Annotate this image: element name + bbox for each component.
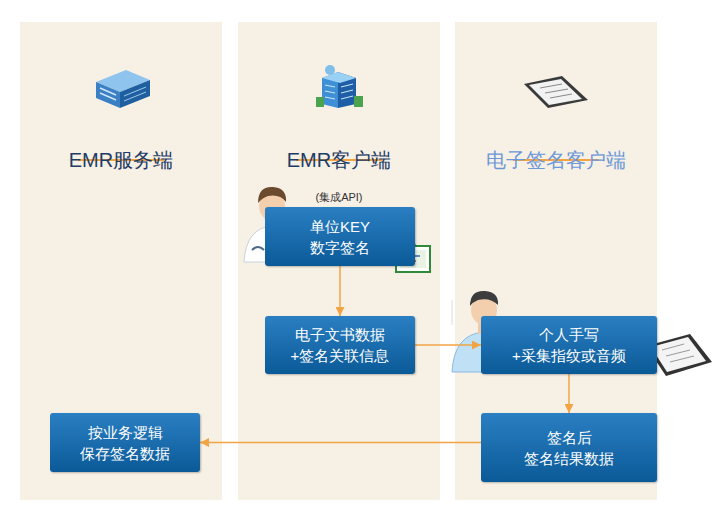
box-label: 签名后 签名结果数据: [514, 427, 624, 469]
signer-figure: [452, 291, 515, 372]
tablet-icon: [524, 76, 588, 108]
column-subheading: (集成API): [238, 190, 440, 204]
signing-tablet: [646, 334, 712, 376]
process-box: 电子文书数据 +签名关联信息: [265, 316, 415, 374]
heading-underline: [78, 159, 599, 161]
process-box: 单位KEY 数字签名: [265, 207, 415, 266]
flow-arrow: [415, 344, 481, 346]
process-box: 按业务逻辑 保存签名数据: [50, 413, 200, 472]
flow-arrow: [200, 442, 481, 444]
process-box: 个人手写 +采集指纹或音频: [481, 316, 657, 374]
flow-arrow: [339, 266, 341, 316]
process-box: 签名后 签名结果数据: [481, 413, 657, 482]
box-label: 按业务逻辑 保存签名数据: [75, 422, 175, 464]
building-icon: [316, 65, 363, 108]
box-label: 单位KEY 数字签名: [290, 216, 390, 258]
column-heading: 电子签名客户端: [455, 148, 657, 172]
box-label: 电子文书数据 +签名关联信息: [278, 324, 403, 366]
server-icon: [96, 70, 150, 108]
column-heading: EMR客户端: [238, 148, 440, 172]
column-heading: EMR服务端: [20, 148, 222, 172]
usb-key: [372, 238, 430, 272]
box-label: 个人手写 +采集指纹或音频: [504, 324, 634, 366]
flow-arrow: [568, 374, 570, 413]
doctor-figure: [244, 187, 300, 262]
